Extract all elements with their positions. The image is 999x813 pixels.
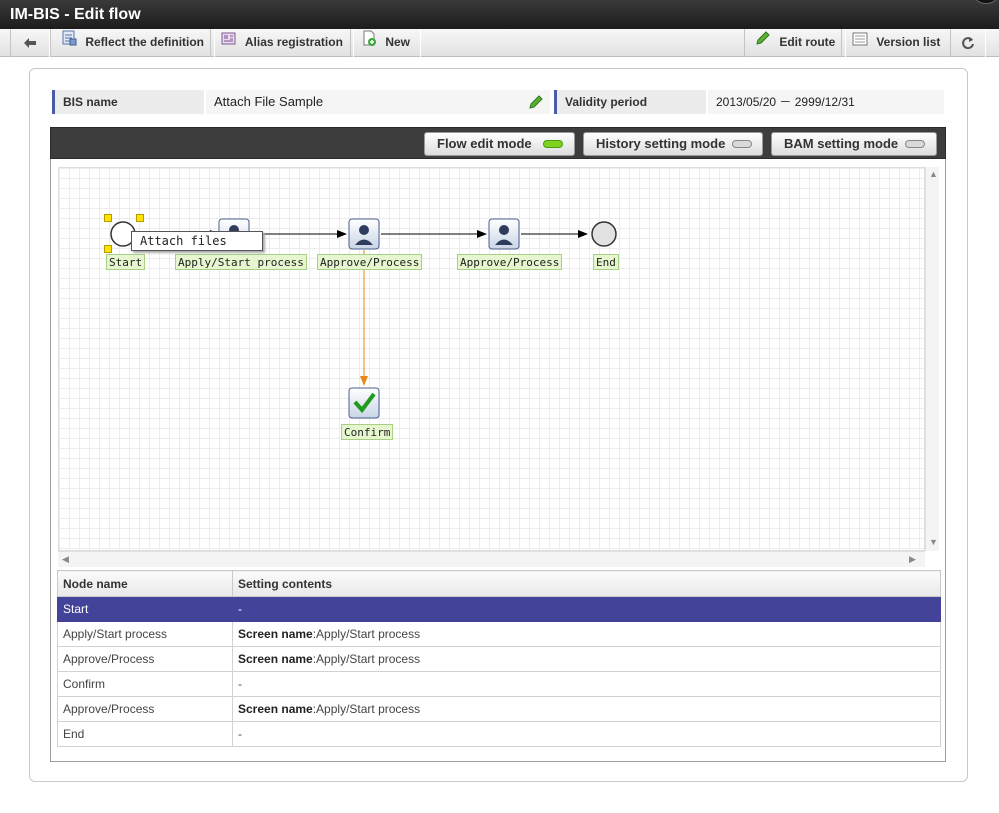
edit-route-button[interactable]: Edit route	[744, 29, 847, 57]
back-button[interactable]	[10, 29, 50, 57]
node-name-cell: Approve/Process	[57, 646, 233, 672]
approve-node-1[interactable]	[348, 218, 380, 250]
refresh-icon	[962, 36, 974, 49]
new-document-icon	[361, 29, 377, 56]
reflect-definition-label: Reflect the definition	[85, 35, 205, 49]
table-row[interactable]: Approve/Process Screen name:Apply/Start …	[57, 646, 941, 672]
history-setting-mode-label: History setting mode	[596, 136, 726, 151]
alias-registration-button[interactable]: Alias registration	[210, 29, 354, 57]
history-setting-mode-button[interactable]: History setting mode	[583, 132, 763, 156]
back-arrow-icon	[24, 37, 36, 48]
refresh-button[interactable]	[950, 29, 986, 57]
apply-node-label: Apply/Start process	[175, 254, 307, 270]
version-list-label: Version list	[876, 35, 941, 49]
bis-name-label: BIS name	[52, 90, 204, 114]
reflect-definition-icon	[61, 29, 77, 56]
start-node-label: Start	[106, 254, 146, 270]
node-name-cell: Approve/Process	[57, 696, 233, 722]
pencil-icon	[755, 29, 771, 56]
alias-registration-icon	[221, 29, 237, 56]
setting-contents-cell: Screen name:Apply/Start process	[232, 646, 941, 672]
setting-contents-cell: -	[232, 596, 941, 622]
node-name-cell: Start	[57, 596, 233, 622]
validity-period-label: Validity period	[554, 90, 706, 114]
confirm-node-label: Confirm	[341, 424, 394, 440]
bis-info-row: BIS name Attach File Sample Validity per…	[52, 90, 944, 114]
toolbar: Reflect the definition Alias registratio…	[0, 29, 999, 57]
table-row[interactable]: Confirm -	[57, 671, 941, 697]
table-row[interactable]: Apply/Start process Screen name:Apply/St…	[57, 621, 941, 647]
selection-handle-top-right[interactable]	[136, 214, 144, 222]
scroll-down-icon[interactable]: ▼	[929, 537, 938, 547]
history-setting-mode-indicator	[732, 140, 752, 148]
scroll-right-icon[interactable]: ▶	[909, 554, 916, 564]
mode-bar: Flow edit mode History setting mode BAM …	[50, 127, 946, 159]
setting-contents-cell: Screen name:Apply/Start process	[232, 696, 941, 722]
vertical-scrollbar[interactable]: ▲ ▼	[925, 167, 939, 551]
horizontal-scrollbar[interactable]: ◀ ▶	[58, 551, 925, 567]
flow-edit-mode-button[interactable]: Flow edit mode	[424, 132, 575, 156]
edit-name-pencil-icon[interactable]	[528, 94, 544, 113]
bam-setting-mode-label: BAM setting mode	[784, 136, 899, 151]
setting-contents-header: Setting contents	[232, 570, 941, 597]
validity-period-value: 2013/05/20 － 2999/12/31	[708, 90, 944, 114]
new-label: New	[385, 35, 411, 49]
selection-handle-bottom-left[interactable]	[104, 245, 112, 253]
node-settings-table: Node name Setting contents Start - Apply…	[57, 570, 941, 747]
table-row[interactable]: Approve/Process Screen name:Apply/Start …	[57, 696, 941, 722]
table-header-row: Node name Setting contents	[57, 570, 941, 597]
setting-contents-cell: -	[232, 721, 941, 747]
table-row[interactable]: End -	[57, 721, 941, 747]
node-name-cell: Apply/Start process	[57, 621, 233, 647]
end-node-label: End	[593, 254, 619, 270]
setting-contents-cell: Screen name:Apply/Start process	[232, 621, 941, 647]
scroll-up-icon[interactable]: ▲	[929, 169, 938, 179]
node-name-header: Node name	[57, 570, 233, 597]
node-name-cell: Confirm	[57, 671, 233, 697]
setting-contents-cell: -	[232, 671, 941, 697]
alias-registration-label: Alias registration	[244, 35, 343, 49]
node-name-cell: End	[57, 721, 233, 747]
scroll-left-icon[interactable]: ◀	[62, 554, 69, 564]
bis-name-value: Attach File Sample	[206, 90, 550, 114]
flow-edit-mode-label: Flow edit mode	[437, 136, 532, 151]
table-row[interactable]: Start -	[57, 596, 941, 622]
edit-route-label: Edit route	[779, 35, 836, 49]
check-icon	[353, 392, 376, 414]
end-node[interactable]	[591, 221, 617, 247]
reflect-definition-button[interactable]: Reflect the definition	[50, 29, 216, 57]
window-title: IM-BIS - Edit flow	[10, 6, 141, 23]
confirm-node[interactable]	[348, 387, 380, 419]
list-icon	[852, 29, 868, 56]
approve-node-2[interactable]	[488, 218, 520, 250]
selection-handle-top-left[interactable]	[104, 214, 112, 222]
approve-node-2-label: Approve/Process	[457, 254, 563, 270]
node-tooltip: Attach files	[131, 231, 263, 251]
bam-setting-mode-indicator	[905, 140, 925, 148]
bam-setting-mode-button[interactable]: BAM setting mode	[771, 132, 937, 156]
window-titlebar: IM-BIS - Edit flow	[0, 0, 999, 29]
approve-node-1-label: Approve/Process	[317, 254, 423, 270]
flow-edit-mode-indicator	[543, 140, 563, 148]
new-button[interactable]: New	[350, 29, 422, 57]
